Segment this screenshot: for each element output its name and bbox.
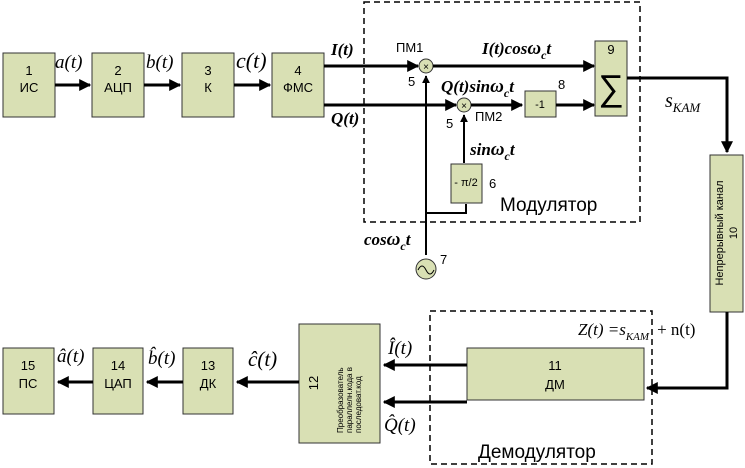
multiplier-pm1: × (418, 58, 434, 74)
block-dac-label: ЦАП (104, 376, 132, 391)
block-phase-shifter-num: 6 (489, 176, 496, 191)
block-fms-label: ФМС (283, 80, 313, 95)
block-channel: Непрерывный канал 10 (709, 154, 744, 313)
signal-a-hat: â(t) (57, 346, 84, 367)
signal-skam: sKAM (665, 90, 701, 115)
block-demodulator-num: 11 (548, 358, 562, 373)
block-inverter-num: 8 (558, 77, 565, 92)
block-decoder-label: ДК (200, 376, 217, 391)
block-demodulator-label: ДМ (545, 377, 565, 392)
block-adc: 2 АЦП (91, 52, 145, 118)
signal-c-hat: ĉ(t) (248, 347, 277, 371)
block-converter: 12 Преобразователь параллелн.кода в посл… (298, 323, 381, 444)
signal-i-hat: Î(t) (387, 337, 412, 359)
block-encoder-num: 3 (204, 63, 211, 78)
signal-q-hat: Q̂(t) (384, 415, 416, 436)
signal-b-hat: b̂(t) (148, 347, 175, 369)
block-channel-num: 10 (728, 227, 740, 239)
pm2-num: 5 (446, 116, 453, 131)
signal-icos: I(t)cosωct (481, 38, 552, 62)
block-adc-num: 2 (114, 63, 121, 78)
block-encoder-label: К (204, 80, 212, 95)
modulator-label: Модулятор (500, 195, 597, 216)
carrier-to-phase (426, 204, 467, 214)
block-demodulator: 11 ДМ (466, 347, 645, 401)
signal-b: b(t) (146, 52, 173, 73)
pm2-label: ПМ2 (475, 109, 502, 124)
block-summator: 9 ∑ (594, 40, 628, 117)
block-inverter: -1 (524, 90, 557, 118)
demodulator-region (429, 310, 653, 465)
block-sink-label: ПС (19, 376, 38, 391)
signal-cos: cosωct (364, 229, 412, 253)
block-adc-label: АЦП (104, 80, 132, 95)
block-fms-num: 4 (294, 63, 301, 78)
multiplier-pm2: × (456, 97, 472, 113)
block-decoder: 13 ДК (182, 347, 234, 415)
arrow-channel-out (645, 312, 729, 394)
signal-qsin: Q(t)sinωct (441, 76, 515, 100)
signal-i: I(t) (330, 40, 354, 59)
signal-a: a(t) (55, 52, 82, 73)
pm1-num: 5 (408, 74, 415, 89)
block-decoder-num: 13 (201, 358, 215, 373)
block-phase-shifter-label: - π/2 (454, 177, 477, 189)
block-source-label: ИС (20, 80, 39, 95)
signal-sin: sinωct (469, 139, 516, 163)
block-source: 1 ИС (2, 52, 56, 118)
block-sink: 15 ПС (2, 347, 55, 415)
signal-z: Z(t) =sKAM+ n(t) (578, 320, 695, 343)
block-inverter-label: -1 (535, 99, 545, 111)
pm1-label: ПМ1 (396, 40, 423, 55)
block-sink-num: 15 (21, 358, 35, 373)
signal-c: c(t) (236, 48, 267, 73)
arrow-skam (627, 76, 733, 154)
signal-q: Q(t) (331, 109, 359, 128)
block-dac-num: 14 (111, 358, 125, 373)
block-source-num: 1 (25, 63, 32, 78)
demodulator-label: Демодулятор (478, 442, 596, 463)
generator-icon (415, 258, 437, 280)
svg-text:×: × (461, 101, 467, 112)
block-converter-label: Преобразователь параллелн.кода в последо… (336, 365, 363, 433)
block-encoder: 3 К (181, 52, 235, 118)
modulator-region (363, 1, 641, 223)
block-summator-num: 9 (607, 42, 614, 57)
block-phase-shifter: - π/2 (450, 163, 483, 204)
generator-num: 7 (440, 252, 447, 267)
block-dac: 14 ЦАП (92, 347, 144, 415)
block-fms: 4 ФМС (271, 52, 325, 118)
block-converter-num: 12 (306, 376, 321, 390)
sigma-icon: ∑ (598, 67, 624, 108)
svg-text:×: × (423, 62, 429, 73)
block-channel-label: Непрерывный канал (714, 180, 726, 285)
